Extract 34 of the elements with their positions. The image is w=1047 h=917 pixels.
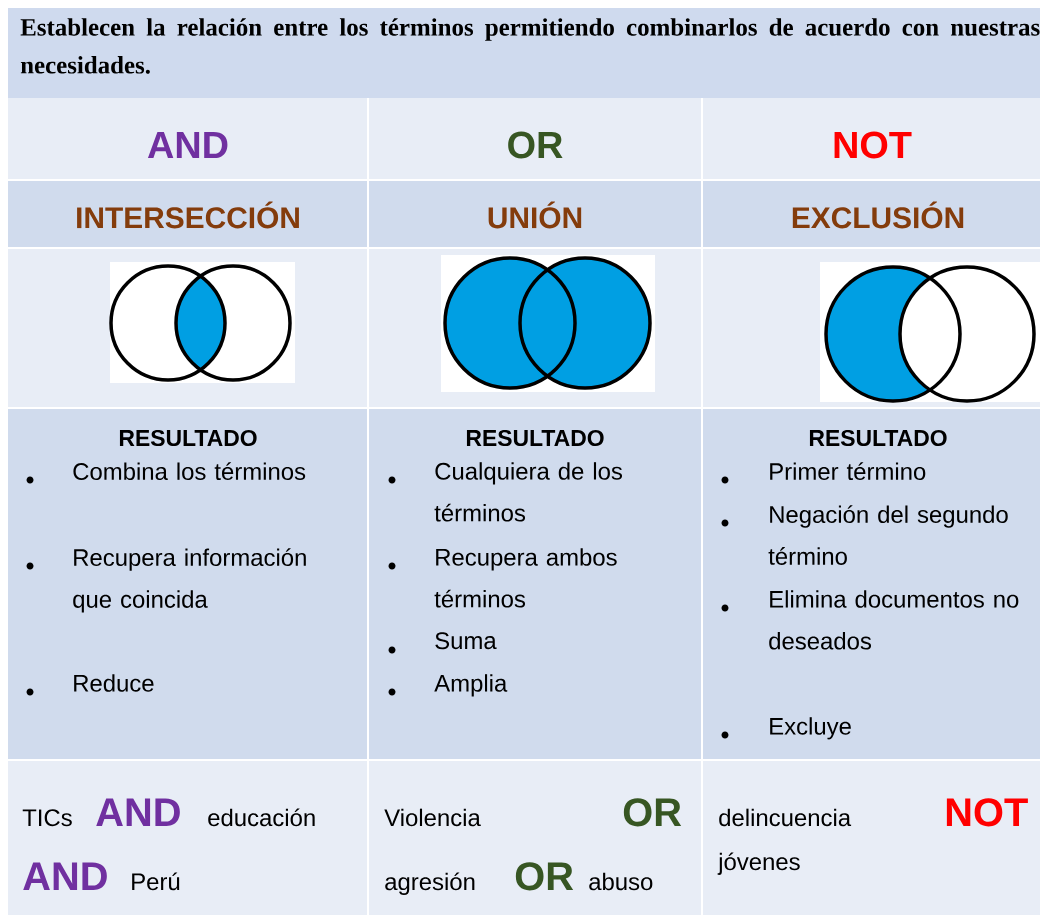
query-term: Violencia bbox=[384, 808, 481, 827]
operator-keyword: NOT bbox=[946, 798, 1028, 827]
operator-keyword: OR bbox=[515, 862, 574, 891]
result-heading: RESULTADO bbox=[809, 429, 947, 447]
bullet-item: Excluye bbox=[721, 717, 851, 740]
query-term: abuso bbox=[589, 872, 653, 891]
title-text: Establecen la relación entre los términos permitiendo combinarlos de acuerdo con nuestras necesidades. bbox=[8, 8, 1040, 98]
bullet-item: Negación del segundo término bbox=[721, 505, 1008, 565]
bullet-item: Cualquiera de los términos bbox=[388, 462, 622, 522]
category-heading: EXCLUSIÓN bbox=[792, 201, 964, 229]
category-heading: UNIÓN bbox=[488, 201, 582, 229]
operator-heading: AND bbox=[147, 132, 228, 158]
bullet-item: Elimina documentos no deseados bbox=[721, 590, 1019, 650]
operator-keyword: AND bbox=[23, 862, 107, 890]
bullet-item: Combina los términos bbox=[26, 462, 306, 484]
result-heading: RESULTADO bbox=[119, 429, 257, 447]
query-term: delincuencia bbox=[719, 808, 852, 827]
query-term: educación bbox=[208, 808, 315, 827]
result-heading: RESULTADO bbox=[466, 429, 604, 447]
bullet-item: Amplia bbox=[388, 674, 508, 697]
bullet-item: Primer término bbox=[721, 462, 926, 484]
bullet-item: Reduce bbox=[26, 674, 154, 696]
operator-heading: NOT bbox=[834, 131, 912, 159]
bullet-item: Suma bbox=[388, 632, 497, 654]
query-term: Perú bbox=[132, 872, 180, 891]
query-term: agresión bbox=[385, 872, 475, 895]
operator-keyword: AND bbox=[96, 798, 180, 826]
query-term: TICs bbox=[22, 809, 72, 827]
operator-heading: OR bbox=[508, 131, 563, 159]
operator-keyword: OR bbox=[623, 798, 682, 827]
bullet-item: Recupera información que coincida bbox=[26, 548, 306, 613]
query-term: jóvenes bbox=[717, 852, 800, 875]
category-heading: INTERSECCIÓN bbox=[77, 201, 299, 229]
bullet-item: Recupera ambos términos bbox=[388, 548, 617, 608]
